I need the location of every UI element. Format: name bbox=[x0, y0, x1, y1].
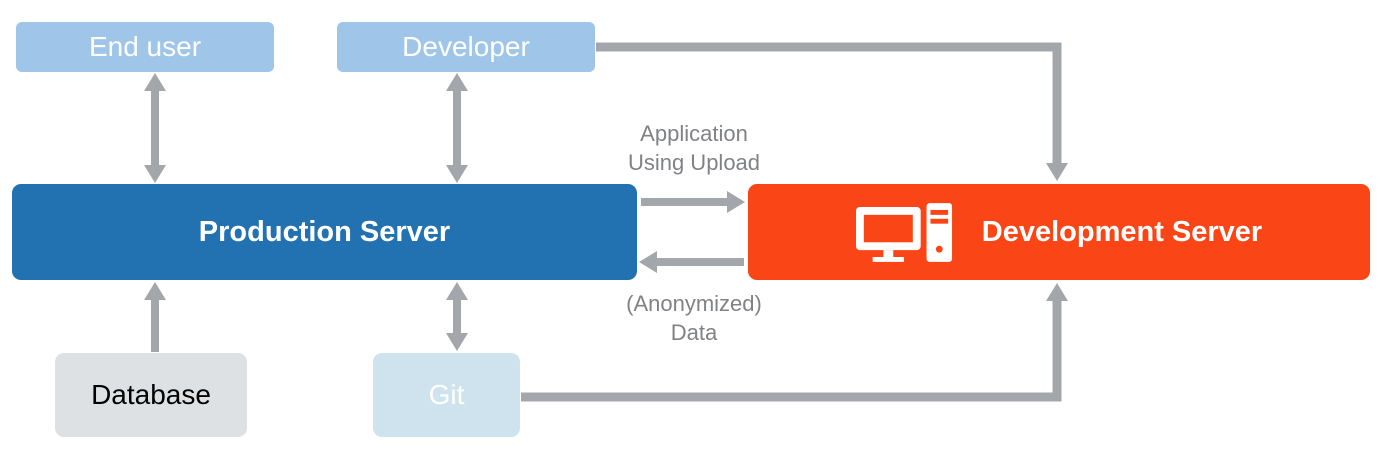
node-git: Git bbox=[373, 353, 520, 437]
arrow-database-production bbox=[144, 282, 166, 352]
database-label: Database bbox=[91, 379, 211, 410]
upload-label-line1: Application bbox=[640, 121, 748, 146]
git-label: Git bbox=[428, 379, 465, 410]
data-label-line2: Data bbox=[670, 320, 718, 345]
development-server-label: Development Server bbox=[981, 215, 1263, 248]
arrow-development-to-production bbox=[639, 251, 744, 273]
label-anonymized-data: (Anonymized) Data bbox=[594, 289, 794, 347]
arrow-developer-production bbox=[446, 73, 468, 183]
developer-label: Developer bbox=[402, 31, 530, 62]
production-server-label: Production Server bbox=[198, 215, 451, 248]
desktop-computer-icon bbox=[855, 202, 954, 262]
node-development-server: Development Server bbox=[748, 184, 1370, 280]
arrow-git-production bbox=[446, 282, 468, 351]
end-user-label: End user bbox=[88, 31, 202, 62]
node-end-user: End user bbox=[16, 22, 274, 72]
data-label-line1: (Anonymized) bbox=[626, 291, 762, 316]
upload-label-line2: Using Upload bbox=[627, 150, 761, 175]
node-production-server: Production Server bbox=[12, 184, 637, 280]
label-application-using-upload: Application Using Upload bbox=[594, 119, 794, 177]
node-database: Database bbox=[55, 353, 247, 437]
node-developer: Developer bbox=[337, 22, 595, 72]
arrow-production-to-development bbox=[641, 191, 745, 213]
arrow-enduser-production bbox=[144, 73, 166, 183]
